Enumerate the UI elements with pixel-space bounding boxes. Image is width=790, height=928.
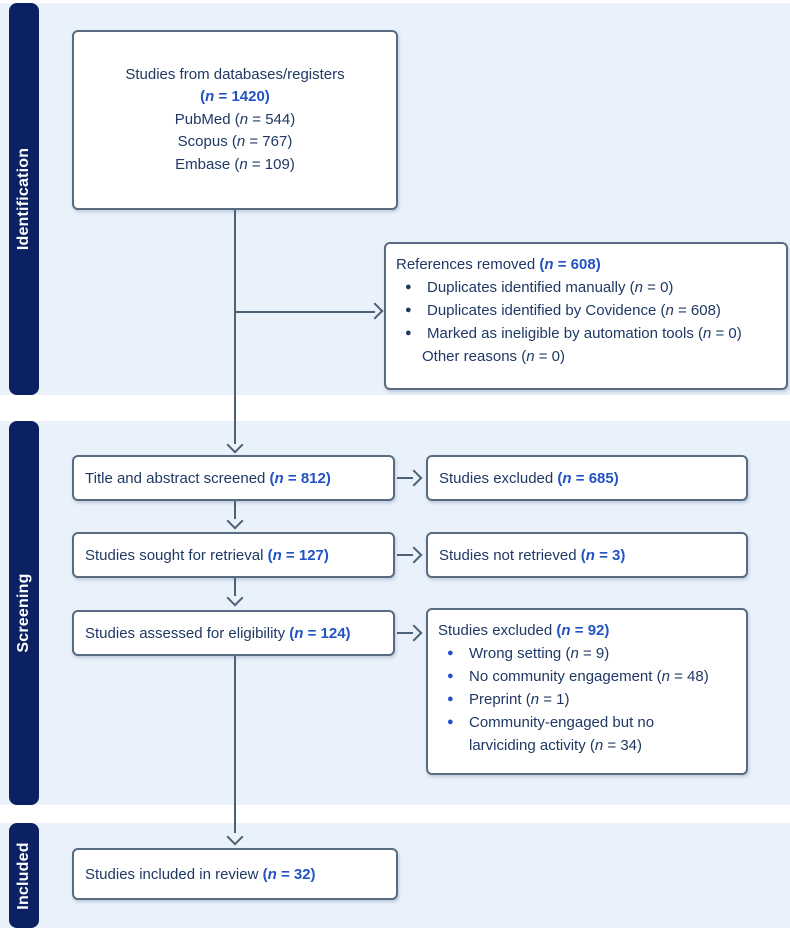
text-run: (n = 92) bbox=[556, 622, 610, 639]
text-run: Scopus bbox=[177, 133, 232, 151]
bullet-line: ● Duplicates identified by Covidence (n =… bbox=[396, 299, 776, 322]
text-run: (n = 1) bbox=[525, 691, 570, 708]
text-run: (n = 767) bbox=[231, 133, 293, 151]
box-title-abstract-screened: Title and abstract screened (n = 812) bbox=[72, 455, 395, 501]
text-run: (n = 0) bbox=[697, 325, 742, 342]
box-references-removed: References removed (n = 608) ● Duplicates … bbox=[384, 242, 788, 390]
bullet-icon: ● bbox=[405, 327, 412, 339]
sidebar-bar-included: Included bbox=[9, 823, 39, 928]
text-run: Title and abstract screened bbox=[85, 469, 270, 487]
text-run: (n = 3) bbox=[580, 546, 626, 564]
box-studies-excluded-eligibility: Studies excluded (n = 92)●Wrong setting … bbox=[426, 608, 748, 775]
text-run: Studies sought for retrieval bbox=[85, 546, 268, 564]
text-run: References removed bbox=[396, 256, 540, 273]
arrow-line-sought-to-not-retrieved bbox=[397, 554, 413, 556]
text-run: (n = 544) bbox=[234, 110, 296, 128]
text-line: Studies excluded (n = 685) bbox=[439, 470, 619, 487]
bullet-line: ● Wrong setting (n = 9) bbox=[438, 642, 736, 665]
text-run: (n = 812) bbox=[269, 469, 331, 487]
bullet-icon: ● bbox=[405, 281, 412, 293]
text-line: Other reasons (n = 0) bbox=[396, 345, 776, 368]
text-run: (n = 0) bbox=[629, 279, 674, 296]
text-run: Wrong setting bbox=[469, 645, 566, 662]
text-run: (n = 608) bbox=[660, 302, 721, 319]
text-run: Marked as ineligible by automation tools bbox=[427, 325, 698, 342]
sidebar-label-identification: Identification bbox=[15, 147, 32, 251]
text-line: Embase (n = 109) bbox=[74, 154, 396, 177]
box-studies-assessed-eligibility: Studies assessed for eligibility (n = 12… bbox=[72, 610, 395, 656]
text-line: References removed (n = 608) bbox=[396, 253, 776, 276]
bullet-icon: ● bbox=[447, 716, 454, 728]
bullet-line: ● Marked as ineligible by automation tool… bbox=[396, 322, 776, 345]
sidebar-bar-screening: Screening bbox=[9, 421, 39, 805]
text-run: (n = 9) bbox=[565, 645, 610, 662]
text-line: Title and abstract screened (n = 812) bbox=[85, 470, 331, 487]
arrow-line-databases-to-screened bbox=[234, 210, 236, 444]
text-run: No community engagement bbox=[469, 668, 657, 685]
box-studies-not-retrieved: Studies not retrieved (n = 3) bbox=[426, 532, 748, 578]
text-run: Embase bbox=[175, 155, 235, 173]
arrow-line-branch-to-references-removed bbox=[235, 311, 375, 313]
text-line: Studies assessed for eligibility (n = 12… bbox=[85, 625, 351, 642]
arrow-line-screened-to-excluded bbox=[397, 477, 413, 479]
box-studies-included-review: Studies included in review (n = 32) bbox=[72, 848, 398, 900]
text-line: Studies not retrieved (n = 3) bbox=[439, 547, 625, 564]
text-run: larviciding activity bbox=[469, 737, 590, 754]
text-line: Studies from databases/registers bbox=[74, 64, 396, 87]
bullet-line: ● Community-engaged but no larviciding act… bbox=[438, 711, 736, 757]
text-run: (n = 124) bbox=[289, 624, 351, 642]
text-run: Studies not retrieved bbox=[439, 546, 581, 564]
arrow-line-assessed-to-excluded bbox=[397, 632, 413, 634]
bullet-line: ● No community engagement (n = 48) bbox=[438, 665, 736, 688]
bullet-line: ● Preprint (n = 1) bbox=[438, 688, 736, 711]
text-run: Duplicates identified by Covidence bbox=[427, 302, 661, 319]
text-run: (n = 1420) bbox=[200, 88, 270, 106]
text-run: PubMed bbox=[174, 110, 235, 128]
text-run: (n = 109) bbox=[234, 155, 295, 173]
sidebar-label-screening: Screening bbox=[15, 573, 32, 653]
sidebar-bar-identification: Identification bbox=[9, 3, 39, 395]
text-run: (n = 608) bbox=[539, 256, 601, 273]
sidebar-label-included: Included bbox=[15, 841, 32, 910]
text-line: (n = 1420) bbox=[74, 86, 396, 109]
arrow-line-assessed-to-included bbox=[234, 656, 236, 833]
arrow-line-sought-to-assessed bbox=[234, 578, 236, 596]
text-line: Scopus (n = 767) bbox=[74, 131, 396, 154]
text-line: PubMed (n = 544) bbox=[74, 109, 396, 132]
text-run: Duplicates identified manually bbox=[427, 279, 630, 296]
text-run: Studies from databases/registers bbox=[125, 65, 345, 83]
text-run: Community-engaged but no bbox=[469, 714, 655, 731]
text-run: Studies excluded bbox=[438, 622, 557, 639]
box-studies-sought-retrieval: Studies sought for retrieval (n = 127) bbox=[72, 532, 395, 578]
text-run: (n = 48) bbox=[656, 668, 709, 685]
bullet-icon: ● bbox=[405, 304, 412, 316]
text-run: Studies included in review bbox=[85, 865, 263, 883]
bullet-icon: ● bbox=[447, 670, 454, 682]
bullet-line: ● Duplicates identified manually (n = 0) bbox=[396, 276, 776, 299]
text-run: (n = 127) bbox=[267, 546, 329, 564]
text-run: (n = 685) bbox=[557, 469, 619, 487]
text-run: Studies excluded bbox=[439, 469, 558, 487]
box-databases-registers: Studies from databases/registers (n = 142… bbox=[72, 30, 398, 210]
text-run: (n = 0) bbox=[521, 348, 565, 365]
text-run: (n = 32) bbox=[262, 865, 316, 883]
text-run: (n = 34) bbox=[589, 737, 642, 754]
text-line: Studies excluded (n = 92) bbox=[438, 619, 736, 642]
text-run: Preprint bbox=[469, 691, 526, 708]
text-run: Other reasons bbox=[422, 348, 522, 365]
text-line: Studies sought for retrieval (n = 127) bbox=[85, 547, 329, 564]
text-run: Studies assessed for eligibility bbox=[85, 624, 290, 642]
arrow-line-screened-to-sought bbox=[234, 501, 236, 519]
text-line: Studies included in review (n = 32) bbox=[85, 866, 316, 883]
bullet-icon: ● bbox=[447, 693, 454, 705]
bullet-icon: ● bbox=[447, 647, 454, 659]
box-studies-excluded-title: Studies excluded (n = 685) bbox=[426, 455, 748, 501]
